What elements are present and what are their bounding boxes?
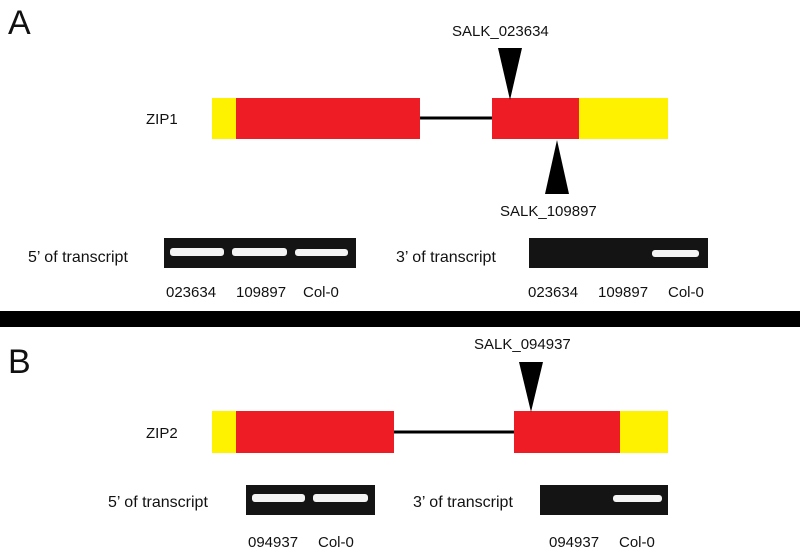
zip2-gene-model <box>212 411 668 453</box>
gel-b-5prime-label: 5’ of transcript <box>108 494 208 511</box>
gel-a-5prime-lane-023634: 023634 <box>166 284 216 301</box>
salk-094937-label: SALK_094937 <box>474 336 571 353</box>
panel-a-letter: A <box>8 4 31 42</box>
salk-109897-insertion-marker <box>545 140 569 194</box>
zip2-5-utr <box>212 411 236 453</box>
gel-a-3prime-lane-109897: 109897 <box>598 284 648 301</box>
zip1-exon-2 <box>492 98 579 139</box>
panel-divider <box>0 311 800 327</box>
gel-b-5prime-band-col0 <box>313 494 368 502</box>
zip1-exon-1 <box>236 98 420 139</box>
salk-023634-label: SALK_023634 <box>452 23 549 40</box>
zip2-exon-2 <box>514 411 620 453</box>
gel-a-5prime-label: 5’ of transcript <box>28 249 128 266</box>
panel-b-letter: B <box>8 343 31 381</box>
zip1-3-utr <box>579 98 668 139</box>
gel-b-3prime-lane-094937: 094937 <box>549 534 599 551</box>
gel-b-3prime-label: 3’ of transcript <box>413 494 513 511</box>
zip1-5-utr <box>212 98 236 139</box>
salk-094937-insertion-marker <box>519 362 543 412</box>
zip2-gene-label: ZIP2 <box>146 425 178 442</box>
salk-109897-label: SALK_109897 <box>500 203 597 220</box>
panel-b: B ZIP2 SALK_094937 5’ of transcript 0949… <box>8 336 668 551</box>
gel-a-3prime-label: 3’ of transcript <box>396 249 496 266</box>
gel-b-5prime-lane-col0: Col-0 <box>318 534 354 551</box>
zip2-3-utr <box>620 411 668 453</box>
gel-b-3prime-band-col0 <box>613 495 662 502</box>
gel-a-5prime-band-col0 <box>295 249 348 256</box>
panel-a: A ZIP1 SALK_023634 SALK_109897 5’ of tra… <box>8 4 708 301</box>
gel-a-3prime-band-col0 <box>652 250 699 257</box>
gel-b-3prime-lane-col0: Col-0 <box>619 534 655 551</box>
gel-a-3prime-lane-col0: Col-0 <box>668 284 704 301</box>
gel-b-5prime-band-094937 <box>252 494 305 502</box>
zip1-gene-model <box>212 98 668 139</box>
zip1-gene-label: ZIP1 <box>146 111 178 128</box>
gel-a-5prime-lane-109897: 109897 <box>236 284 286 301</box>
gel-a-5prime-band-023634 <box>170 248 224 256</box>
gel-a-5prime-lane-col0: Col-0 <box>303 284 339 301</box>
gel-a-5prime-band-109897 <box>232 248 287 256</box>
salk-023634-insertion-marker <box>498 48 522 100</box>
gel-a-3prime-lane-023634: 023634 <box>528 284 578 301</box>
zip2-exon-1 <box>236 411 394 453</box>
gel-b-5prime-lane-094937: 094937 <box>248 534 298 551</box>
